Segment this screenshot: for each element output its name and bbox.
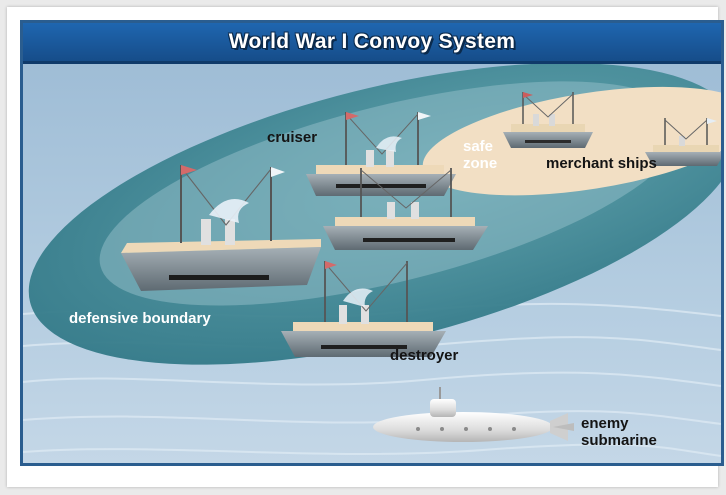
convoy-ship xyxy=(323,168,488,250)
label-merchant-ships: merchant ships xyxy=(546,155,657,172)
merchant-ship xyxy=(645,118,721,166)
convoy-scene xyxy=(23,64,721,463)
cruiser-ship xyxy=(306,112,456,196)
convoy-ship xyxy=(121,165,321,291)
title-bar: World War I Convoy System xyxy=(23,23,721,64)
label-defensive-boundary: defensive boundary xyxy=(69,310,211,327)
merchant-ship xyxy=(503,92,593,148)
safe-zone xyxy=(422,86,721,196)
diagram-panel: World War I Convoy System xyxy=(20,20,724,466)
label-safe-zone-line2: zone xyxy=(463,155,498,172)
diagram-title: World War I Convoy System xyxy=(228,30,516,53)
label-enemy-submarine-line1: enemy xyxy=(581,415,629,432)
destroyer-ship xyxy=(281,261,446,357)
label-safe-zone: safe zone xyxy=(463,138,497,172)
label-enemy-submarine: enemy submarine xyxy=(581,415,657,449)
label-cruiser: cruiser xyxy=(267,129,318,146)
enemy-submarine xyxy=(373,387,574,442)
label-enemy-submarine-line2: submarine xyxy=(581,432,657,449)
label-destroyer: destroyer xyxy=(390,347,459,364)
label-safe-zone-line1: safe xyxy=(463,138,494,155)
